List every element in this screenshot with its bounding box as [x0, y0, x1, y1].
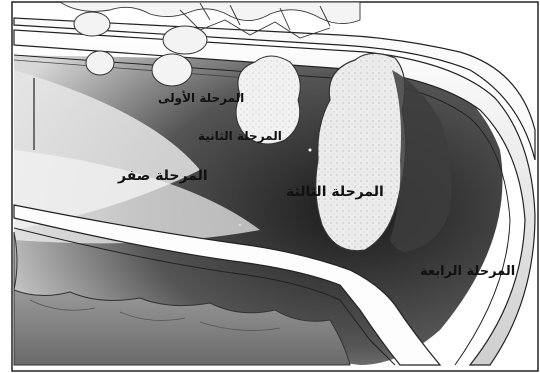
label-stage-one: المرحلة الأولى: [158, 90, 244, 106]
speck: [309, 149, 312, 152]
label-stage-two: المرحلة الثانية: [198, 129, 282, 143]
speck: [239, 224, 241, 226]
label-stage-three: المرحلة الثالثة: [286, 184, 384, 200]
label-stage-zero: المرحلة صفر: [117, 168, 208, 184]
label-stage-four: المرحلة الرابعة: [420, 264, 515, 279]
